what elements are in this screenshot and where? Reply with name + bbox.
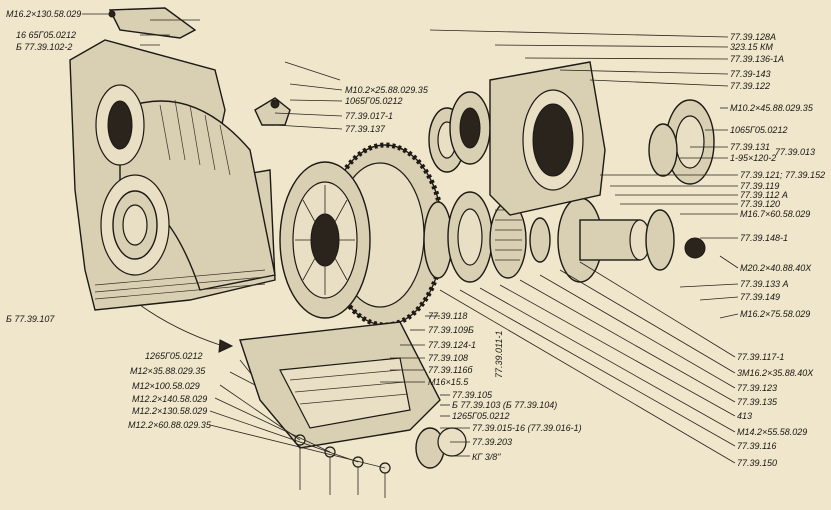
label-133a: 77.39.133 А — [740, 279, 789, 289]
part-labels: М16.2×130.58.029 16 65Г05.0212 Б 77.39.1… — [6, 9, 825, 468]
label-m16-75: М16.2×75.58.029 — [740, 309, 810, 319]
label-120: 77.39.120 — [740, 199, 780, 209]
label-122: 77.39.122 — [730, 81, 770, 91]
label-m12-35: М12×35.88.029.35 — [130, 366, 206, 376]
label-017: 77.39.017-1 — [345, 111, 393, 121]
label-m12-140: М12.2×140.58.029 — [132, 394, 207, 404]
label-m20: М20.2×40.88.40Х — [740, 263, 812, 273]
top-cover — [82, 7, 197, 39]
label-112a: 77.39.112 А — [740, 190, 788, 200]
label-148: 77.39.148-1 — [740, 233, 788, 243]
label-143: 77.39-143 — [730, 69, 771, 79]
label-3m16: 3М16.2×35.88.40Х — [737, 368, 814, 378]
label-136: 77.39.136-1А — [730, 54, 784, 64]
label-top-left-2: 16 65Г05.0212 — [16, 30, 76, 40]
label-1265a: 1265Г05.0212 — [145, 351, 202, 361]
label-128a: 77.39.128А — [730, 32, 776, 42]
label-109b: 77.39.109Б — [428, 325, 474, 335]
label-top-left-1: М16.2×130.58.029 — [6, 9, 81, 19]
label-119: 77.39.119 — [740, 181, 779, 191]
label-m12-130: М12.2×130.58.029 — [132, 406, 207, 416]
label-1265b: 1265Г05.0212 — [452, 411, 509, 421]
label-vertical: 77.39.011-1 — [494, 331, 504, 378]
label-103: Б 77.39.103 (Б 77.39.104) — [452, 400, 557, 410]
label-116: 77.39.116 — [737, 441, 776, 451]
label-131: 77.39.131 — [730, 142, 770, 152]
label-137: 77.39.137 — [345, 124, 386, 134]
leader-lines — [140, 19, 739, 469]
label-116b: 77.39.116б — [428, 365, 473, 375]
label-117: 77.39.117-1 — [737, 352, 784, 362]
label-124: 77.39.124-1 — [428, 340, 476, 350]
label-105: 77.39.105 — [452, 390, 493, 400]
label-203: 77.39.203 — [472, 437, 512, 447]
small-fittings — [254, 61, 341, 126]
label-b107: Б 77.39.107 — [6, 314, 55, 324]
oil-pan — [239, 321, 441, 449]
label-m12-60: М12.2×60.88.029.35 — [128, 420, 212, 430]
right-cap — [648, 99, 715, 185]
label-413: 413 — [737, 411, 752, 421]
label-m12-100: М12×100.58.029 — [132, 381, 200, 391]
label-kg: КГ 3/8" — [472, 452, 501, 462]
label-1065a: 1065Г05.0212 — [345, 96, 402, 106]
label-1065b: 1065Г05.0212 — [730, 125, 787, 135]
label-121: 77.39.121; 77.39.152 — [740, 170, 825, 180]
bearing-cover-plate — [489, 61, 606, 216]
label-m10-45: М10.2×45.88.029.35 — [730, 103, 814, 113]
label-149: 77.39.149 — [740, 292, 780, 302]
label-013: 77.39.013 — [775, 147, 815, 157]
label-108: 77.39.108 — [428, 353, 468, 363]
label-top-left-3: Б 77.39.102-2 — [16, 42, 72, 52]
label-m14: М14.2×55.58.029 — [737, 427, 807, 437]
label-m10-25: М10.2×25.88.029.35 — [345, 85, 429, 95]
label-015: 77.39.015-16 (77.39.016-1) — [472, 423, 582, 433]
gearbox-housing — [69, 39, 276, 311]
planet-carrier — [279, 161, 371, 319]
label-m16-70: М16.7×60.58.029 — [740, 209, 810, 219]
label-123: 77.39.123 — [737, 383, 777, 393]
label-135: 77.39.135 — [737, 397, 778, 407]
label-150: 77.39.150 — [737, 458, 777, 468]
label-m16-15: М16×15.5 — [428, 377, 469, 387]
label-bearing: 323.15 КМ — [730, 42, 773, 52]
shaft-assembly — [423, 191, 551, 283]
label-ring: 1-95×120-2 — [730, 153, 776, 163]
label-118: 77.39.118 — [428, 311, 467, 321]
output-flange — [557, 197, 706, 283]
